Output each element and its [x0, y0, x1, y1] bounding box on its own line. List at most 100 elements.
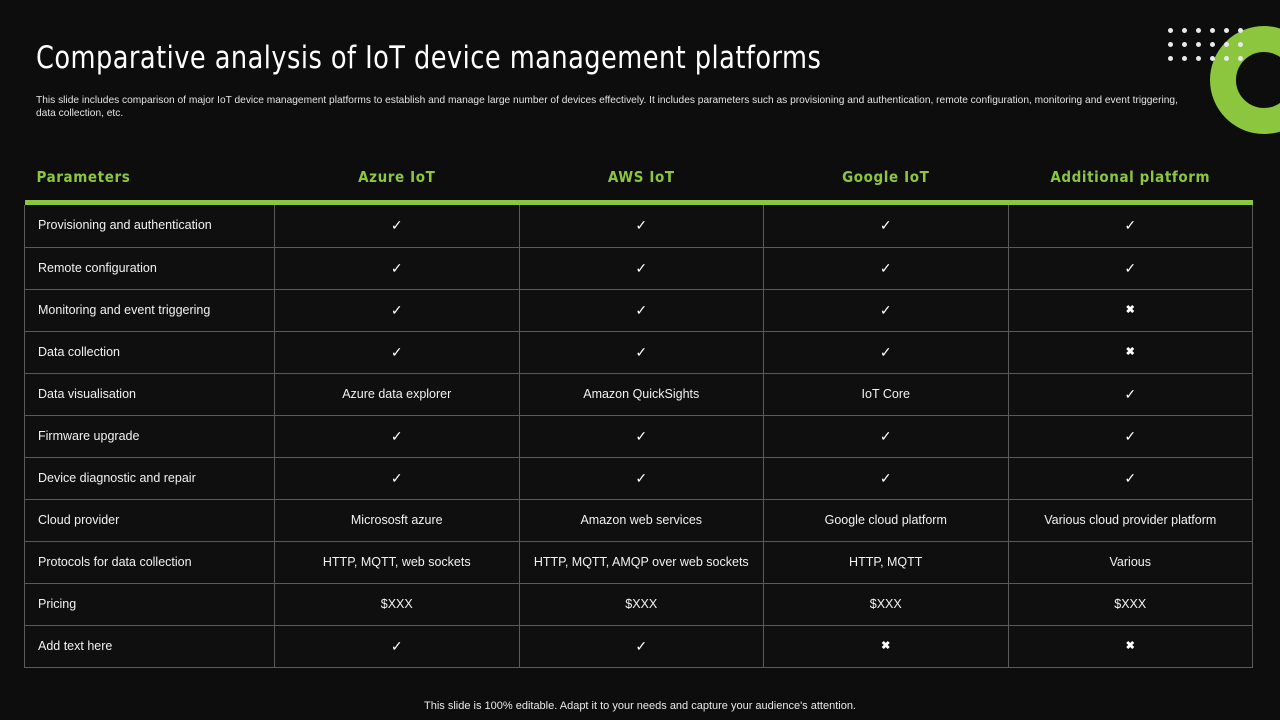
table-row: Remote configuration✓✓✓✓ [24, 246, 1253, 290]
check-icon: ✓ [1007, 414, 1253, 458]
green-ring-icon [1210, 26, 1280, 134]
table-cell: Micrososft azure [274, 498, 520, 542]
check-icon: ✓ [518, 288, 764, 332]
check-icon: ✓ [763, 288, 1009, 332]
table-header-row: Parameters Azure IoT AWS IoT Google IoT … [25, 168, 1253, 200]
table-cell: Azure data explorer [274, 372, 520, 416]
dot [1168, 56, 1173, 61]
dot [1196, 42, 1201, 47]
table-cell: $XXX [274, 582, 520, 626]
check-icon: ✓ [274, 456, 520, 500]
check-icon: ✓ [763, 456, 1009, 500]
dot [1182, 42, 1187, 47]
check-icon: ✓ [274, 414, 520, 458]
row-label: Data collection [24, 330, 275, 374]
dot [1168, 42, 1173, 47]
check-icon: ✓ [763, 414, 1009, 458]
check-icon: ✓ [274, 205, 520, 248]
row-label: Provisioning and authentication [24, 205, 275, 248]
comparison-table-container: Parameters Azure IoT AWS IoT Google IoT … [24, 168, 1253, 668]
row-label: Device diagnostic and repair [24, 456, 275, 500]
table-cell: Amazon web services [518, 498, 764, 542]
table-cell: Various cloud provider platform [1007, 498, 1253, 542]
check-icon: ✓ [1007, 246, 1253, 290]
dot [1224, 28, 1229, 33]
header-accent-bar-row [24, 200, 1253, 205]
check-icon: ✓ [518, 414, 764, 458]
dot [1210, 56, 1215, 61]
dot-grid-icon [1168, 28, 1252, 70]
cross-icon: ✖ [1007, 288, 1253, 332]
check-icon: ✓ [1007, 456, 1253, 500]
header-accent-bar-cell [24, 200, 1253, 205]
row-label: Monitoring and event triggering [24, 288, 275, 332]
dot [1196, 28, 1201, 33]
dot [1210, 28, 1215, 33]
table-row: Pricing$XXX$XXX$XXX$XXX [24, 582, 1253, 626]
table-cell: $XXX [518, 582, 764, 626]
check-icon: ✓ [274, 288, 520, 332]
check-icon: ✓ [1007, 372, 1253, 416]
column-header-google-iot: Google IoT [842, 168, 930, 186]
dot [1238, 42, 1243, 47]
slide-footer-note: This slide is 100% editable. Adapt it to… [424, 700, 856, 712]
table-row: Firmware upgrade✓✓✓✓ [24, 414, 1253, 458]
row-label: Cloud provider [24, 498, 275, 542]
check-icon: ✓ [274, 246, 520, 290]
table-body: Provisioning and authentication✓✓✓✓Remot… [24, 205, 1253, 668]
dot [1168, 28, 1173, 33]
check-icon: ✓ [518, 205, 764, 248]
check-icon: ✓ [274, 624, 520, 668]
row-label: Protocols for data collection [24, 540, 275, 584]
table-row: Device diagnostic and repair✓✓✓✓ [24, 456, 1253, 500]
table-cell: Google cloud platform [763, 498, 1009, 542]
dot [1224, 42, 1229, 47]
check-icon: ✓ [518, 624, 764, 668]
dot [1238, 28, 1243, 33]
table-header: Parameters Azure IoT AWS IoT Google IoT … [24, 168, 1253, 205]
table-cell: HTTP, MQTT, web sockets [274, 540, 520, 584]
check-icon: ✓ [763, 330, 1009, 374]
row-label: Pricing [24, 582, 275, 626]
table-cell: $XXX [763, 582, 1009, 626]
dot [1182, 56, 1187, 61]
table-cell: Various [1007, 540, 1253, 584]
dot [1182, 28, 1187, 33]
page-subtitle: This slide includes comparison of major … [36, 94, 1178, 119]
column-header-aws-iot: AWS IoT [607, 168, 675, 186]
check-icon: ✓ [518, 456, 764, 500]
table-row: Add text here✓✓✖✖ [24, 624, 1253, 668]
table-cell: HTTP, MQTT [763, 540, 1009, 584]
header-accent-bar [24, 200, 1253, 205]
row-label: Remote configuration [24, 246, 275, 290]
dot [1224, 56, 1229, 61]
table-cell: $XXX [1007, 582, 1253, 626]
comparison-table: Parameters Azure IoT AWS IoT Google IoT … [24, 168, 1253, 668]
cross-icon: ✖ [1007, 330, 1253, 374]
table-cell: IoT Core [763, 372, 1009, 416]
table-row: Provisioning and authentication✓✓✓✓ [24, 205, 1253, 248]
table-cell: HTTP, MQTT, AMQP over web sockets [518, 540, 764, 584]
check-icon: ✓ [1007, 205, 1253, 248]
dot [1196, 56, 1201, 61]
table-row: Monitoring and event triggering✓✓✓✖ [24, 288, 1253, 332]
dot [1210, 42, 1215, 47]
check-icon: ✓ [763, 246, 1009, 290]
table-cell: Amazon QuickSights [518, 372, 764, 416]
check-icon: ✓ [518, 330, 764, 374]
column-header-parameters: Parameters [36, 168, 131, 186]
column-header-azure-iot: Azure IoT [358, 168, 436, 186]
table-row: Data collection✓✓✓✖ [24, 330, 1253, 374]
cross-icon: ✖ [1007, 624, 1253, 668]
row-label: Data visualisation [24, 372, 275, 416]
check-icon: ✓ [763, 205, 1009, 248]
check-icon: ✓ [518, 246, 764, 290]
dot [1238, 56, 1243, 61]
page-title: Comparative analysis of IoT device manag… [36, 40, 822, 76]
cross-icon: ✖ [763, 624, 1009, 668]
column-header-additional-platform: Additional platform [1050, 168, 1211, 186]
check-icon: ✓ [274, 330, 520, 374]
